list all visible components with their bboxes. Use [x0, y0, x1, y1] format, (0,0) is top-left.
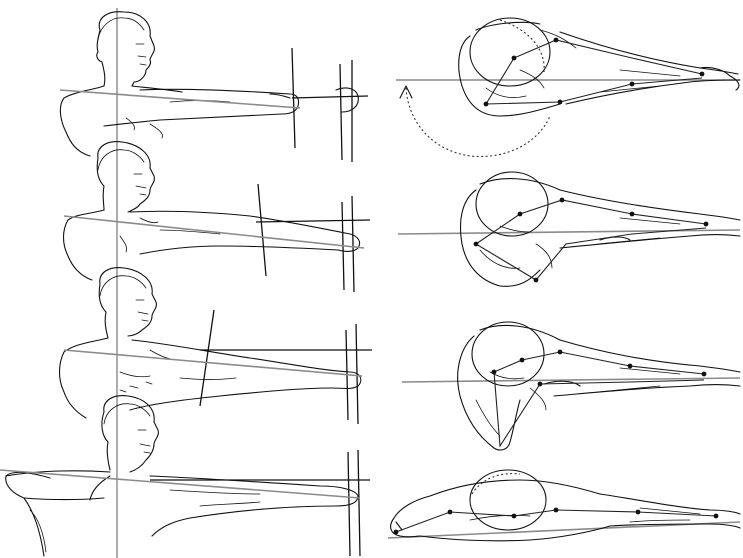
top-view-stage-3: [402, 322, 740, 450]
front-view-stage-4: [0, 396, 370, 556]
bow-riser: [358, 450, 360, 556]
top-view-stage-4: [388, 470, 740, 541]
top-view-stage-1: [396, 18, 740, 157]
arrow-shaft: [292, 96, 368, 98]
archer-bow-arm: [150, 476, 358, 536]
joint-marker: [630, 82, 635, 87]
bow-riser: [352, 196, 354, 292]
joint-marker: [474, 242, 479, 247]
joint-marker: [484, 102, 489, 107]
joint-marker: [492, 370, 497, 375]
joint-marker: [628, 364, 633, 369]
joint-marker: [538, 382, 543, 387]
joint-marker: [558, 350, 563, 355]
archer-torso: [60, 86, 182, 156]
skeleton-line: [486, 40, 702, 104]
skeleton-line-lower: [494, 372, 704, 446]
joint-marker: [636, 510, 641, 515]
head-hidden-outline: [472, 474, 520, 494]
joint-marker: [520, 358, 525, 363]
joint-marker: [534, 278, 539, 283]
archer-face: [138, 430, 150, 453]
archer-hair: [100, 276, 146, 296]
joint-marker: [448, 510, 453, 515]
archer-arm-muscle: [120, 350, 236, 380]
joint-marker: [714, 514, 719, 519]
bow-limb: [258, 184, 266, 276]
front-view-stage-3: [60, 268, 373, 424]
bow-grip: [336, 88, 358, 112]
joint-marker: [554, 508, 559, 513]
archer-torso: [64, 210, 105, 280]
joint-marker: [554, 38, 559, 43]
reference-line-guide: [398, 230, 740, 234]
rotation-arc: [406, 88, 550, 157]
joint-marker: [560, 198, 565, 203]
joint-marker: [704, 222, 709, 227]
shoulder-line-guide: [64, 350, 362, 376]
archer-bow-arm: [130, 211, 360, 254]
front-view-stage-1: [60, 12, 368, 162]
archer-torso: [6, 472, 110, 556]
skeleton-line: [396, 510, 716, 532]
shoulder-line-guide: [0, 470, 360, 498]
archer-face: [134, 174, 146, 195]
joint-marker: [518, 212, 523, 217]
joint-marker: [630, 212, 635, 217]
archer-head: [102, 396, 158, 472]
joint-marker: [702, 372, 707, 377]
archer-head: [97, 12, 155, 86]
archer-body-folds: [486, 30, 576, 98]
top-view-stage-2: [398, 172, 740, 286]
archer-hair: [98, 18, 144, 40]
archer-head: [99, 268, 156, 338]
archer-arm-top: [560, 32, 740, 104]
archer-hair: [98, 150, 144, 170]
archer-back-hatching: [120, 382, 152, 392]
joint-marker: [512, 514, 517, 519]
joint-marker: [558, 100, 563, 105]
archer-head-top: [470, 470, 546, 530]
top-view-column: [388, 18, 740, 541]
archer-head: [97, 142, 154, 212]
bow-limb: [200, 310, 214, 406]
archer-face: [136, 300, 148, 321]
archer-face: [136, 44, 146, 65]
joint-marker: [394, 530, 399, 535]
skeleton-line-lower: [486, 78, 702, 104]
joint-marker: [512, 56, 517, 61]
joint-marker: [700, 72, 705, 77]
archer-head-top: [472, 322, 544, 386]
rotation-arrow-head: [400, 86, 412, 98]
front-view-column: [0, 8, 372, 558]
